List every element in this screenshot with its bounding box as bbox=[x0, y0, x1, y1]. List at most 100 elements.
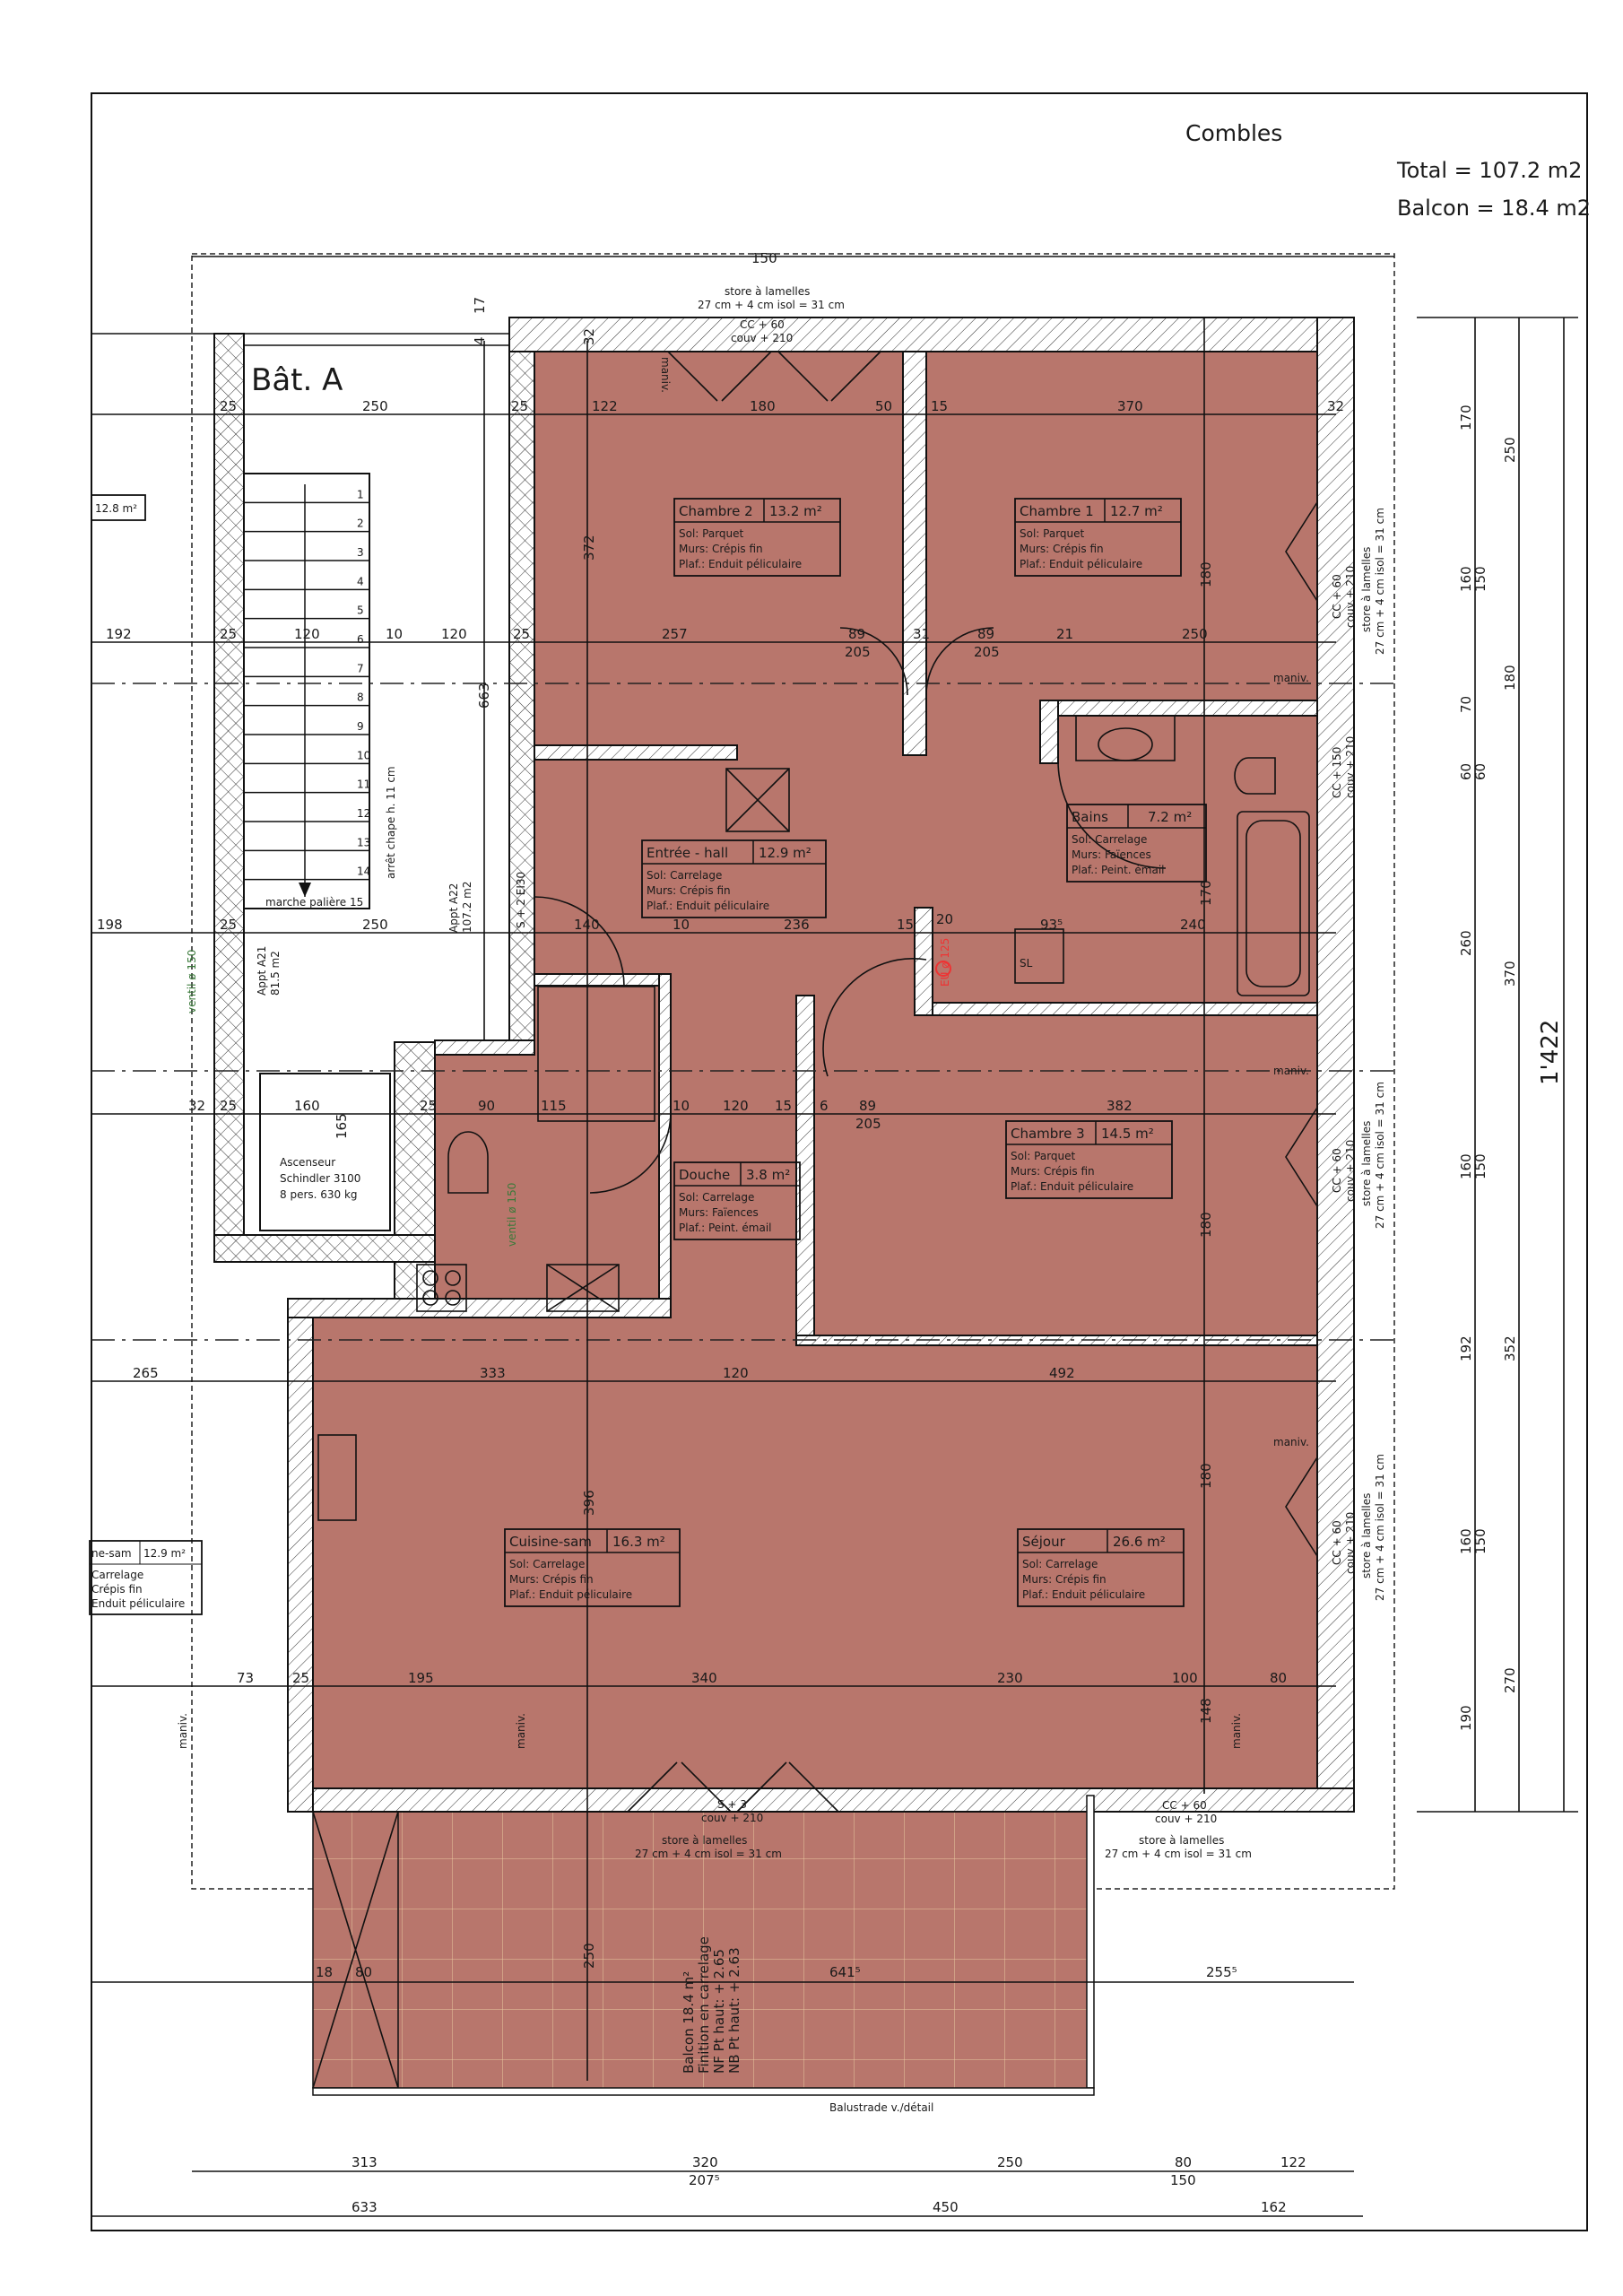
sheet-frame bbox=[91, 92, 1588, 2231]
door-rating: S + 2 EI30 bbox=[515, 872, 527, 928]
svg-text:15: 15 bbox=[775, 1098, 792, 1114]
svg-text:198: 198 bbox=[97, 917, 123, 933]
svg-text:120: 120 bbox=[723, 1098, 749, 1114]
svg-text:CC + 60: CC + 60 bbox=[740, 318, 785, 331]
svg-text:Plaf.: Enduit péliculaire: Plaf.: Enduit péliculaire bbox=[509, 1588, 632, 1601]
svg-text:15: 15 bbox=[897, 917, 914, 933]
svg-text:15: 15 bbox=[931, 398, 948, 414]
svg-text:12.9 m²: 12.9 m² bbox=[759, 845, 812, 861]
svg-text:122: 122 bbox=[592, 398, 618, 414]
svg-text:333: 333 bbox=[480, 1365, 506, 1381]
total-area: Total = 107.2 m2 bbox=[1396, 158, 1582, 183]
svg-text:270: 270 bbox=[1502, 1667, 1518, 1693]
svg-text:160: 160 bbox=[1458, 1153, 1474, 1179]
svg-text:160: 160 bbox=[1458, 1528, 1474, 1554]
svg-text:Murs: Crépis fin: Murs: Crépis fin bbox=[647, 884, 731, 897]
elevator-label-3: 8 pers. 630 kg bbox=[280, 1188, 358, 1201]
svg-text:maniv.: maniv. bbox=[1273, 1065, 1309, 1077]
svg-text:60: 60 bbox=[1458, 763, 1474, 780]
building-label: Bât. A bbox=[251, 362, 343, 398]
svg-text:641⁵: 641⁵ bbox=[829, 1964, 861, 1980]
svg-text:Murs: Crépis fin: Murs: Crépis fin bbox=[509, 1573, 594, 1586]
svg-text:store à lamelles: store à lamelles bbox=[1360, 547, 1373, 632]
walls bbox=[287, 317, 1355, 1813]
elevator-label-1: Ascenseur bbox=[280, 1156, 335, 1169]
svg-text:CC + 60: CC + 60 bbox=[1331, 1148, 1343, 1193]
svg-text:store à lamelles: store à lamelles bbox=[662, 1834, 747, 1847]
svg-text:maniv.: maniv. bbox=[177, 1713, 189, 1749]
svg-text:4: 4 bbox=[472, 336, 488, 345]
svg-text:Crépis fin: Crépis fin bbox=[91, 1583, 143, 1596]
svg-text:240: 240 bbox=[1180, 917, 1206, 933]
svg-text:store à lamelles: store à lamelles bbox=[1360, 1493, 1373, 1578]
svg-text:NF Pt haut: + 2.65: NF Pt haut: + 2.65 bbox=[711, 1949, 727, 2074]
svg-text:205: 205 bbox=[845, 644, 871, 660]
svg-text:S + 3: S + 3 bbox=[717, 1798, 747, 1811]
stair-step-number: 13 bbox=[357, 836, 370, 848]
svg-text:80: 80 bbox=[1270, 1670, 1287, 1686]
svg-text:250: 250 bbox=[1182, 626, 1208, 642]
stair-step-number: 11 bbox=[357, 778, 370, 791]
svg-text:Séjour: Séjour bbox=[1022, 1534, 1066, 1550]
svg-text:250: 250 bbox=[1502, 437, 1518, 463]
svg-text:6: 6 bbox=[820, 1098, 829, 1114]
svg-text:14.5 m²: 14.5 m² bbox=[1101, 1126, 1154, 1142]
svg-text:180: 180 bbox=[1198, 1463, 1214, 1489]
svg-text:Enduit péliculaire: Enduit péliculaire bbox=[91, 1597, 185, 1610]
svg-text:Murs: Crépis fin: Murs: Crépis fin bbox=[679, 543, 763, 555]
svg-text:180: 180 bbox=[1502, 665, 1518, 691]
svg-text:140: 140 bbox=[574, 917, 600, 933]
svg-text:50: 50 bbox=[875, 398, 892, 414]
stair-step-number: 10 bbox=[357, 749, 370, 761]
svg-text:25: 25 bbox=[220, 1098, 237, 1114]
svg-text:25: 25 bbox=[292, 1670, 309, 1686]
svg-text:12.8 m²: 12.8 m² bbox=[95, 502, 137, 515]
svg-text:90: 90 bbox=[478, 1098, 495, 1114]
svg-text:Chambre 1: Chambre 1 bbox=[1020, 503, 1094, 519]
svg-text:396: 396 bbox=[581, 1490, 597, 1516]
svg-text:CC + 60: CC + 60 bbox=[1331, 574, 1343, 619]
svg-text:Murs: Faïences: Murs: Faïences bbox=[679, 1206, 759, 1219]
stair-step-number: 7 bbox=[357, 662, 364, 674]
svg-text:12.9 m²: 12.9 m² bbox=[143, 1547, 186, 1560]
cooktop bbox=[416, 1264, 467, 1312]
svg-text:250: 250 bbox=[362, 917, 388, 933]
stair-step-number: 6 bbox=[357, 633, 364, 646]
svg-text:32: 32 bbox=[1327, 398, 1344, 414]
svg-text:store à lamelles: store à lamelles bbox=[725, 285, 810, 298]
svg-text:170: 170 bbox=[1458, 404, 1474, 430]
svg-text:25: 25 bbox=[513, 626, 530, 642]
svg-text:492: 492 bbox=[1049, 1365, 1075, 1381]
svg-text:320: 320 bbox=[692, 2154, 718, 2170]
svg-text:21: 21 bbox=[1056, 626, 1073, 642]
svg-text:couv + 210: couv + 210 bbox=[731, 332, 793, 344]
stair-step-number: 1 bbox=[357, 488, 364, 500]
svg-text:370: 370 bbox=[1117, 398, 1143, 414]
svg-text:17: 17 bbox=[472, 297, 488, 314]
dimension-lines bbox=[91, 256, 1578, 2217]
svg-text:10: 10 bbox=[673, 1098, 690, 1114]
svg-text:265: 265 bbox=[133, 1365, 159, 1381]
svg-text:25: 25 bbox=[420, 1098, 437, 1114]
svg-text:Sol: Carrelage: Sol: Carrelage bbox=[1022, 1558, 1098, 1570]
elevator-shaft bbox=[259, 1073, 391, 1231]
svg-text:89: 89 bbox=[859, 1098, 876, 1114]
svg-text:352: 352 bbox=[1502, 1335, 1518, 1361]
fixtures bbox=[312, 715, 1310, 2096]
svg-text:Sol: Carrelage: Sol: Carrelage bbox=[679, 1191, 754, 1204]
svg-text:Bains: Bains bbox=[1072, 809, 1108, 825]
landing-label: marche palière 15 bbox=[265, 896, 363, 909]
doors bbox=[534, 351, 1318, 1813]
svg-text:Cuisine-sam: Cuisine-sam bbox=[509, 1534, 592, 1550]
svg-text:SL: SL bbox=[1020, 957, 1033, 970]
svg-text:120: 120 bbox=[294, 626, 320, 642]
svg-text:372: 372 bbox=[581, 535, 597, 561]
svg-text:150: 150 bbox=[1472, 566, 1488, 592]
svg-text:382: 382 bbox=[1107, 1098, 1133, 1114]
svg-text:27 cm + 4 cm isol = 31 cm: 27 cm + 4 cm isol = 31 cm bbox=[1374, 508, 1386, 655]
svg-text:205: 205 bbox=[855, 1116, 881, 1132]
svg-text:EU ø 125: EU ø 125 bbox=[939, 938, 951, 987]
svg-text:couv + 210: couv + 210 bbox=[1155, 1813, 1217, 1825]
svg-text:25: 25 bbox=[220, 917, 237, 933]
